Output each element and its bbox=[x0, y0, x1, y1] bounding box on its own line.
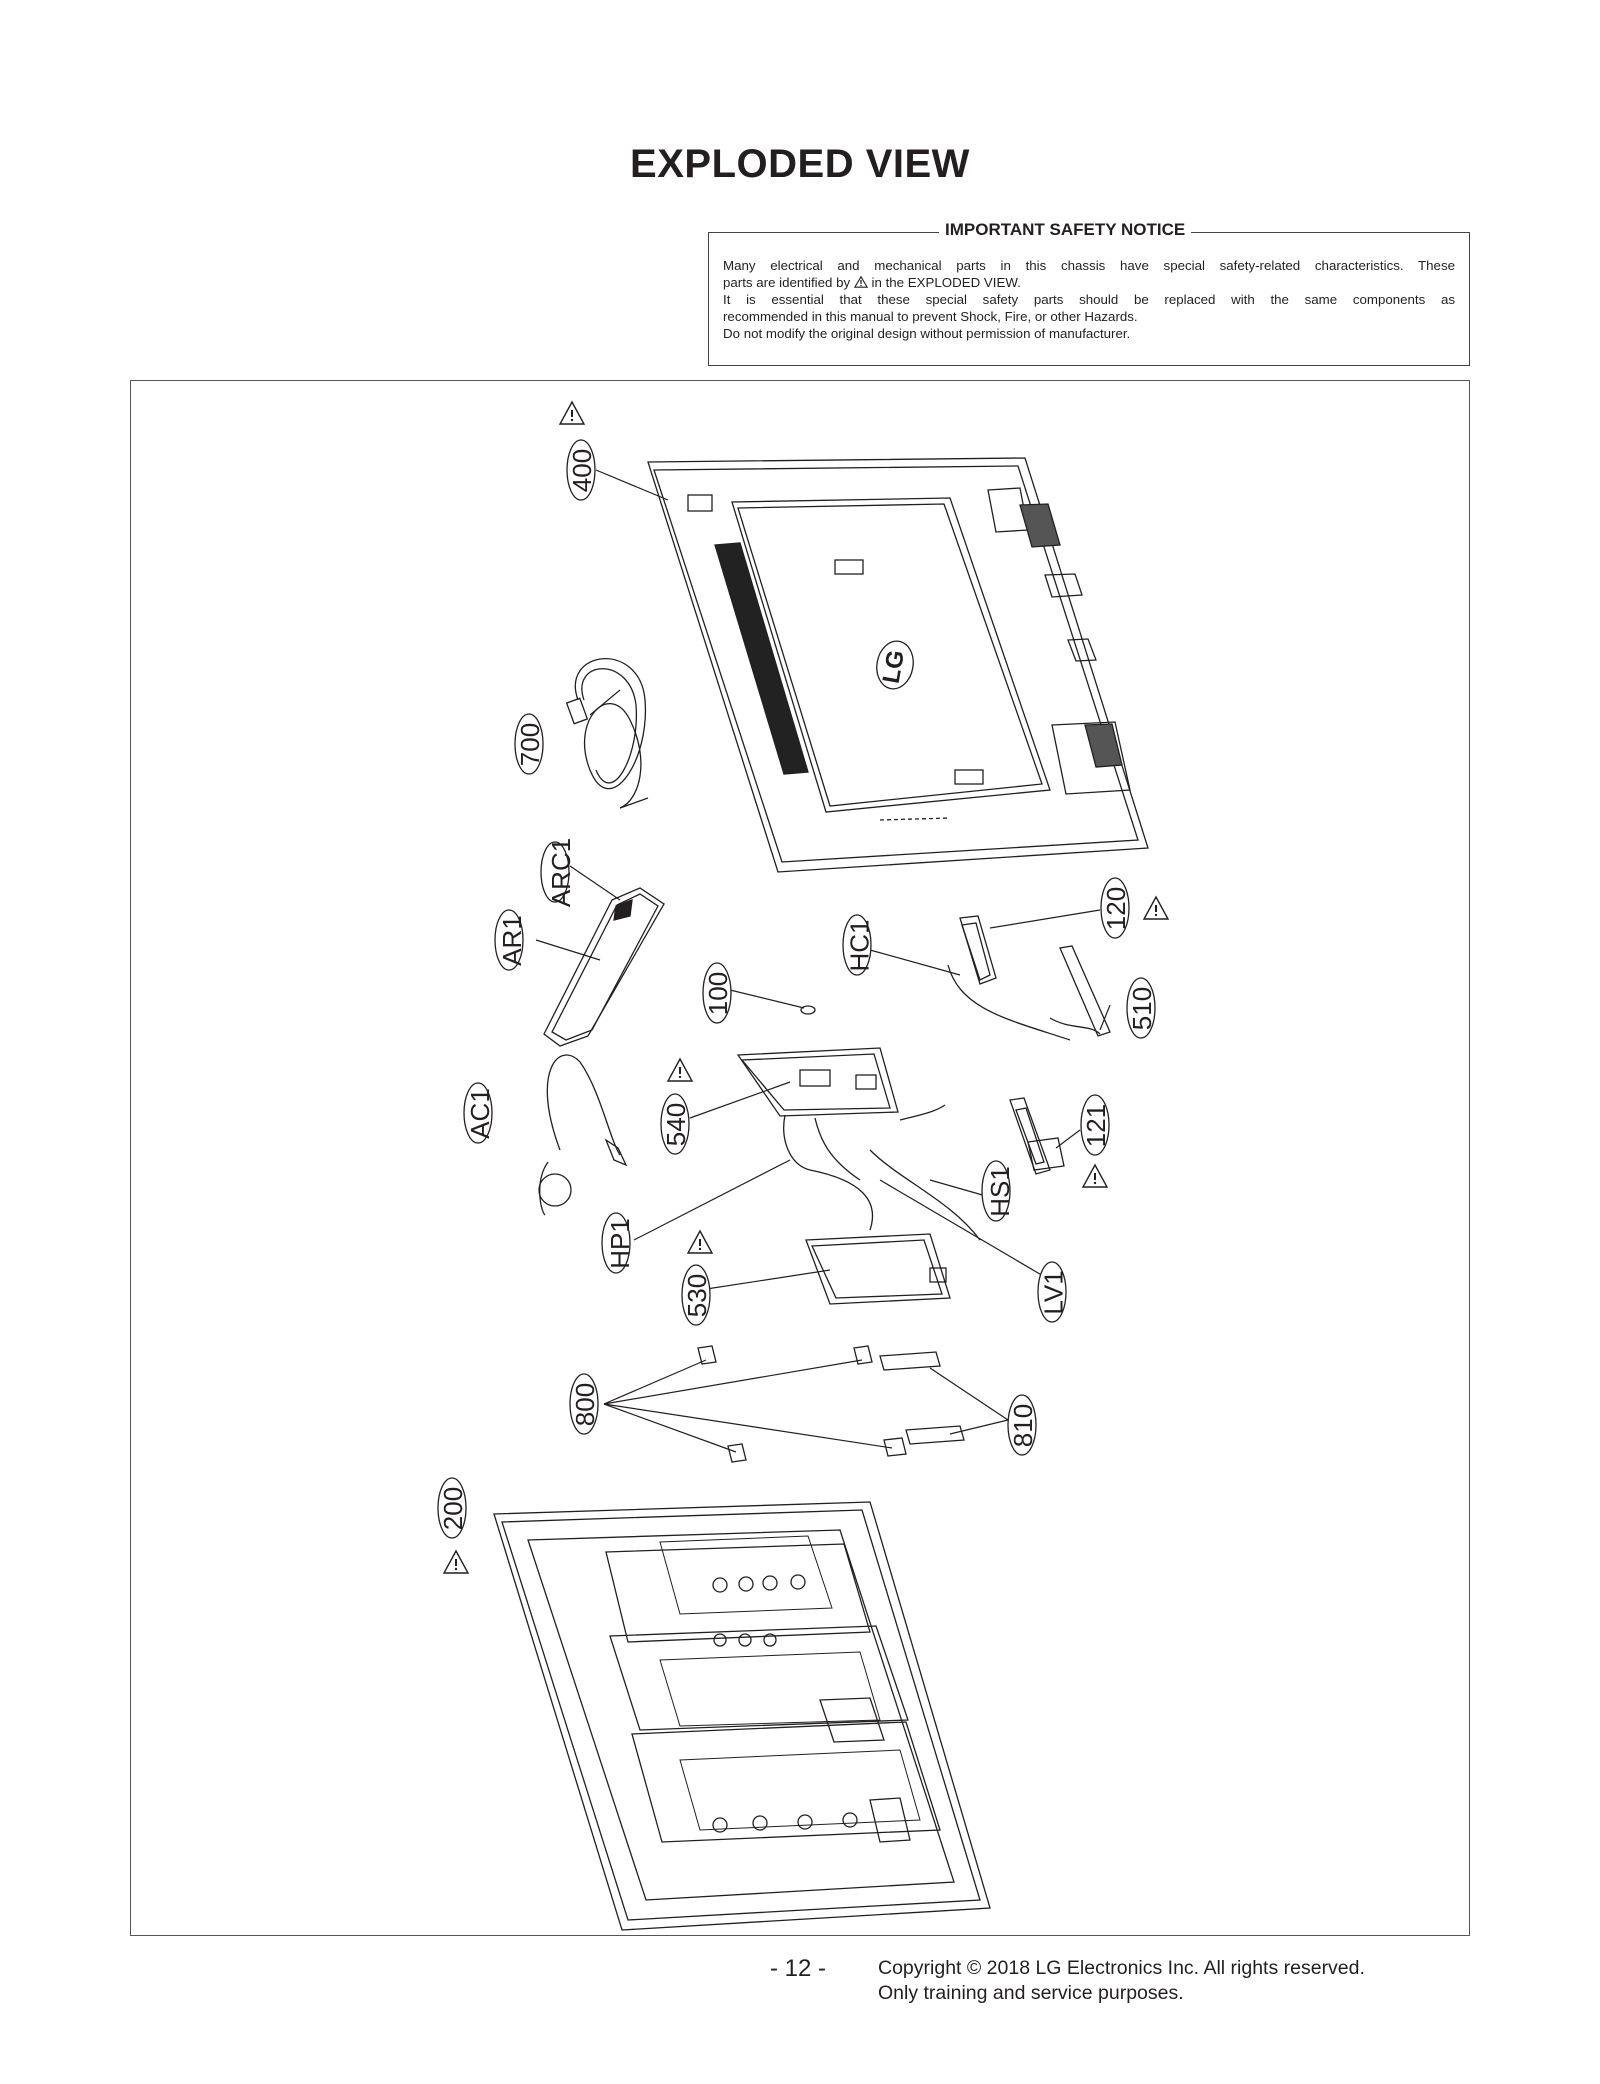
callout-100: 100 bbox=[703, 971, 734, 1016]
back-cover-part: LG bbox=[647, 457, 1149, 873]
safety-notice-text: in the EXPLODED VIEW. bbox=[871, 275, 1021, 290]
callout-120: 120 bbox=[1101, 886, 1132, 931]
warning-triangle-icon bbox=[853, 276, 868, 288]
safety-notice-heading: IMPORTANT SAFETY NOTICE bbox=[939, 220, 1192, 240]
speaker-part bbox=[947, 915, 1111, 1041]
callout-540: 540 bbox=[661, 1102, 692, 1147]
callout-bubbles bbox=[437, 439, 1156, 1539]
callout-hs1: HS1 bbox=[984, 1166, 1015, 1217]
bracket-part bbox=[697, 1345, 965, 1463]
callout-lv1: LV1 bbox=[1038, 1270, 1069, 1315]
stand-bracket-part bbox=[1009, 1097, 1065, 1175]
ac-adapter-part bbox=[538, 1054, 628, 1216]
safety-notice-body: Many electrical and mechanical parts in … bbox=[723, 257, 1455, 342]
warning-triangle-icon bbox=[667, 1058, 693, 1082]
callout-700: 700 bbox=[515, 722, 546, 767]
warning-triangle-icon bbox=[1143, 896, 1169, 920]
callout-ar1: AR1 bbox=[496, 915, 527, 966]
cabinet-frame-part bbox=[493, 1501, 991, 1931]
copyright-notice: Copyright © 2018 LG Electronics Inc. All… bbox=[878, 1956, 1365, 2006]
callout-121: 121 bbox=[1081, 1103, 1112, 1148]
leader-lines bbox=[535, 469, 1111, 1453]
callout-arc1: ARC1 bbox=[546, 837, 577, 908]
safety-notice-text: parts are identified by bbox=[723, 275, 851, 290]
safety-notice-line: recommended in this manual to prevent Sh… bbox=[723, 309, 1138, 324]
warning-triangle-icon bbox=[687, 1230, 713, 1254]
diagram-frame bbox=[130, 380, 1470, 1936]
warning-triangle-icon bbox=[559, 401, 585, 425]
safety-notice-line: It is essential that these special safet… bbox=[723, 292, 1455, 307]
lg-logo: LG bbox=[878, 648, 910, 686]
safety-notice-line: Many electrical and mechanical parts in … bbox=[723, 258, 1455, 273]
usage-line: Only training and service purposes. bbox=[878, 1982, 1184, 2004]
page-title: EXPLODED VIEW bbox=[630, 142, 970, 186]
warning-triangle-icon bbox=[443, 1550, 469, 1574]
callout-200: 200 bbox=[438, 1486, 469, 1531]
harness-cable bbox=[869, 1149, 981, 1241]
main-board-part bbox=[736, 1047, 946, 1231]
power-board-part bbox=[805, 1233, 951, 1305]
callout-530: 530 bbox=[682, 1273, 713, 1318]
safety-notice-line: parts are identified by in the EXPLODED … bbox=[723, 274, 1455, 291]
remote-control-part bbox=[543, 887, 665, 1047]
page-number: - 12 - bbox=[770, 1955, 827, 1982]
callout-hc1: HC1 bbox=[844, 919, 875, 972]
power-cable-part bbox=[565, 658, 649, 809]
screw-part bbox=[800, 1005, 816, 1015]
callout-510: 510 bbox=[1127, 986, 1158, 1031]
safety-notice-line: Do not modify the original design withou… bbox=[723, 326, 1131, 341]
callout-800: 800 bbox=[570, 1382, 601, 1427]
warning-triangle-icon bbox=[1082, 1164, 1108, 1188]
callout-ac1: AC1 bbox=[464, 1088, 495, 1139]
callout-810: 810 bbox=[1008, 1403, 1039, 1448]
callout-hp1: HP1 bbox=[604, 1218, 635, 1269]
copyright-line: Copyright © 2018 LG Electronics Inc. All… bbox=[878, 1957, 1365, 1979]
callout-400: 400 bbox=[567, 448, 598, 493]
safety-notice-box: IMPORTANT SAFETY NOTICE Many electrical … bbox=[708, 220, 1470, 366]
